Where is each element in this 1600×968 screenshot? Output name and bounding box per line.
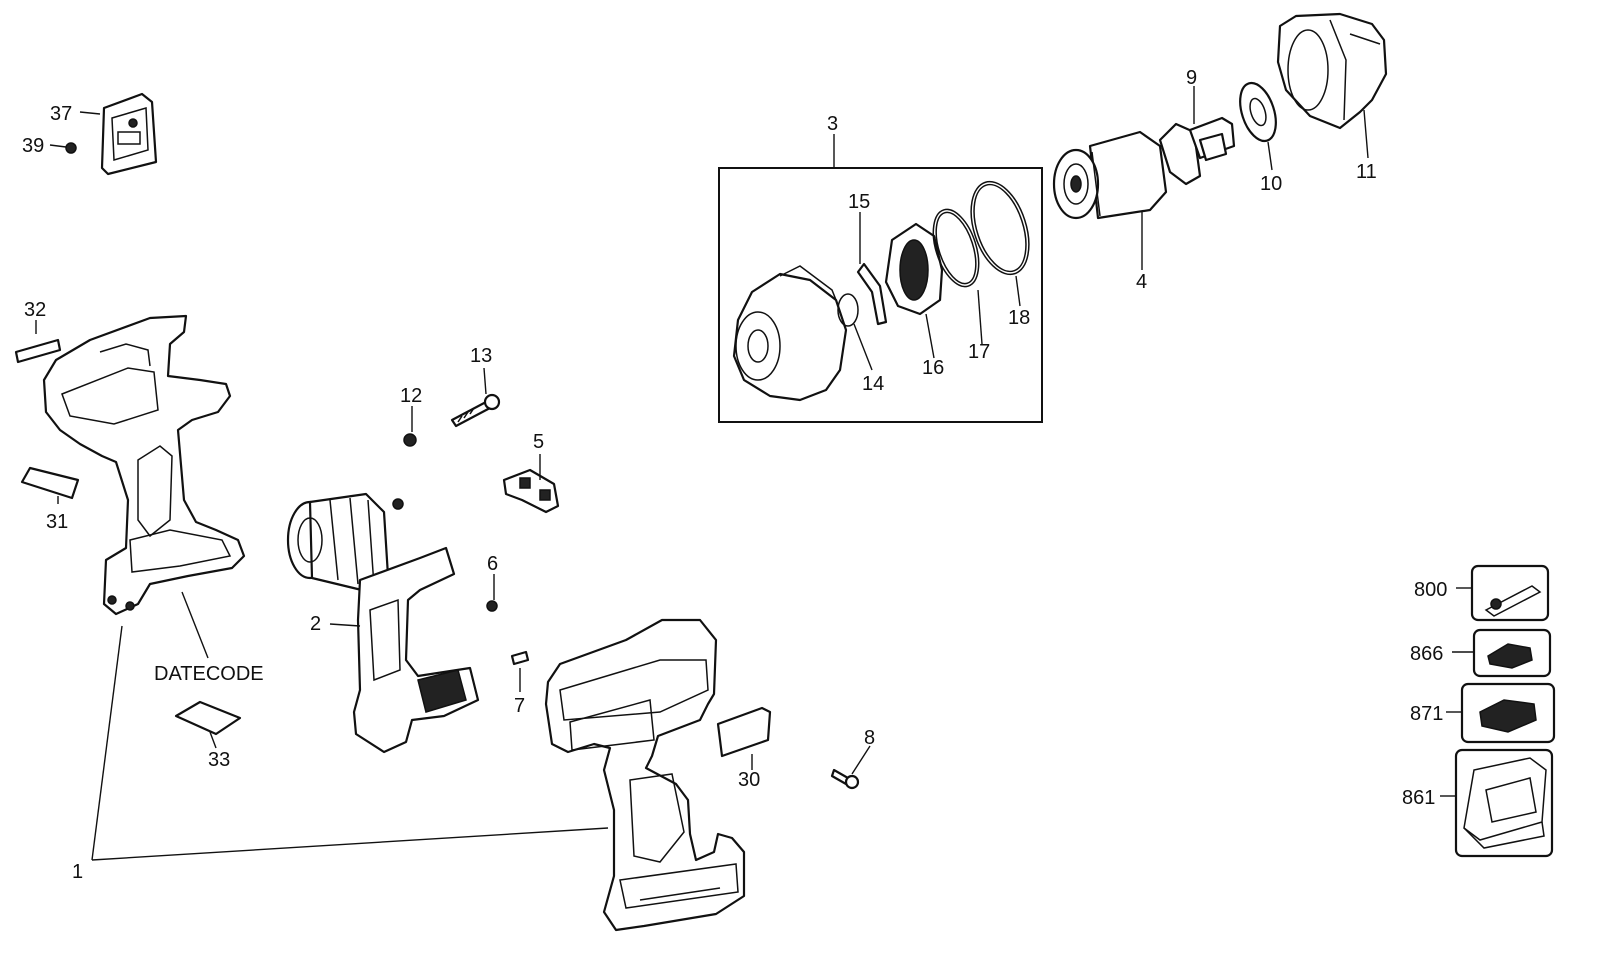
- callout-800: 800: [1414, 579, 1447, 601]
- callout-861: 861: [1402, 787, 1435, 809]
- callout-5: 5: [533, 431, 544, 453]
- callout-15: 15: [848, 191, 870, 213]
- part-7-pin: [510, 650, 530, 666]
- part-1-left-housing: [42, 314, 246, 616]
- callout-16: 16: [922, 357, 944, 379]
- part-1-right-housing: [544, 618, 746, 932]
- callout-13: 13: [470, 345, 492, 367]
- callout-labels: 37 39 32 31 DATECODE 33 1 2 12 13 5 6 7 …: [22, 67, 1447, 883]
- callout-7: 7: [514, 695, 525, 717]
- part-15-pins: [856, 262, 888, 326]
- callout-datecode: DATECODE: [154, 663, 264, 685]
- accessory-871-charger-box: [1460, 682, 1556, 744]
- callout-14: 14: [862, 373, 884, 395]
- callout-6: 6: [487, 553, 498, 575]
- part-14-ring: [837, 293, 859, 327]
- part-16-hammer: [884, 222, 944, 316]
- part-17-o-ring: [932, 208, 980, 288]
- callout-18: 18: [1008, 307, 1030, 329]
- callout-31: 31: [46, 511, 68, 533]
- callout-1: 1: [72, 861, 83, 883]
- accessory-861-case-box: [1454, 748, 1554, 858]
- accessory-800-charger-box: [1470, 564, 1550, 622]
- callout-4: 4: [1136, 271, 1147, 293]
- callout-9: 9: [1186, 67, 1197, 89]
- part-31-label-plate: [20, 466, 80, 500]
- part-6-screw: [486, 600, 498, 612]
- callout-33: 33: [208, 749, 230, 771]
- part-5-direction-switch: [502, 468, 560, 514]
- part-9-anvil: [1158, 116, 1236, 186]
- part-39-screw: [65, 142, 77, 154]
- accessory-866-battery-box: [1472, 628, 1552, 678]
- part-33-label: [174, 700, 242, 736]
- callout-32: 32: [24, 299, 46, 321]
- part-2-motor-assembly: [286, 492, 480, 754]
- part-13-screw: [450, 393, 501, 428]
- part-3-group-box: [718, 167, 1043, 423]
- callout-10: 10: [1260, 173, 1282, 195]
- callout-17: 17: [968, 341, 990, 363]
- callout-11: 11: [1356, 161, 1377, 183]
- part-12-nut: [403, 433, 417, 447]
- callout-37: 37: [50, 103, 72, 125]
- part-32-label-strip: [14, 338, 62, 364]
- part-3-gear-case: [732, 265, 848, 402]
- part-30-label: [716, 706, 772, 758]
- part-8-screw: [830, 768, 860, 790]
- part-10-washer: [1239, 81, 1277, 143]
- callout-12: 12: [400, 385, 422, 407]
- callout-2: 2: [310, 613, 321, 635]
- callout-866: 866: [1410, 643, 1443, 665]
- part-18-ring: [970, 180, 1030, 276]
- part-4-cage-assembly: [1052, 130, 1168, 220]
- leader-lines: [35, 86, 1474, 861]
- callout-3: 3: [827, 113, 838, 135]
- part-11-nose-cap: [1276, 12, 1388, 130]
- callout-30: 30: [738, 769, 760, 791]
- part-37-belt-clip: [100, 92, 158, 176]
- callout-39: 39: [22, 135, 44, 157]
- callout-8: 8: [864, 727, 875, 749]
- callout-871: 871: [1410, 703, 1443, 725]
